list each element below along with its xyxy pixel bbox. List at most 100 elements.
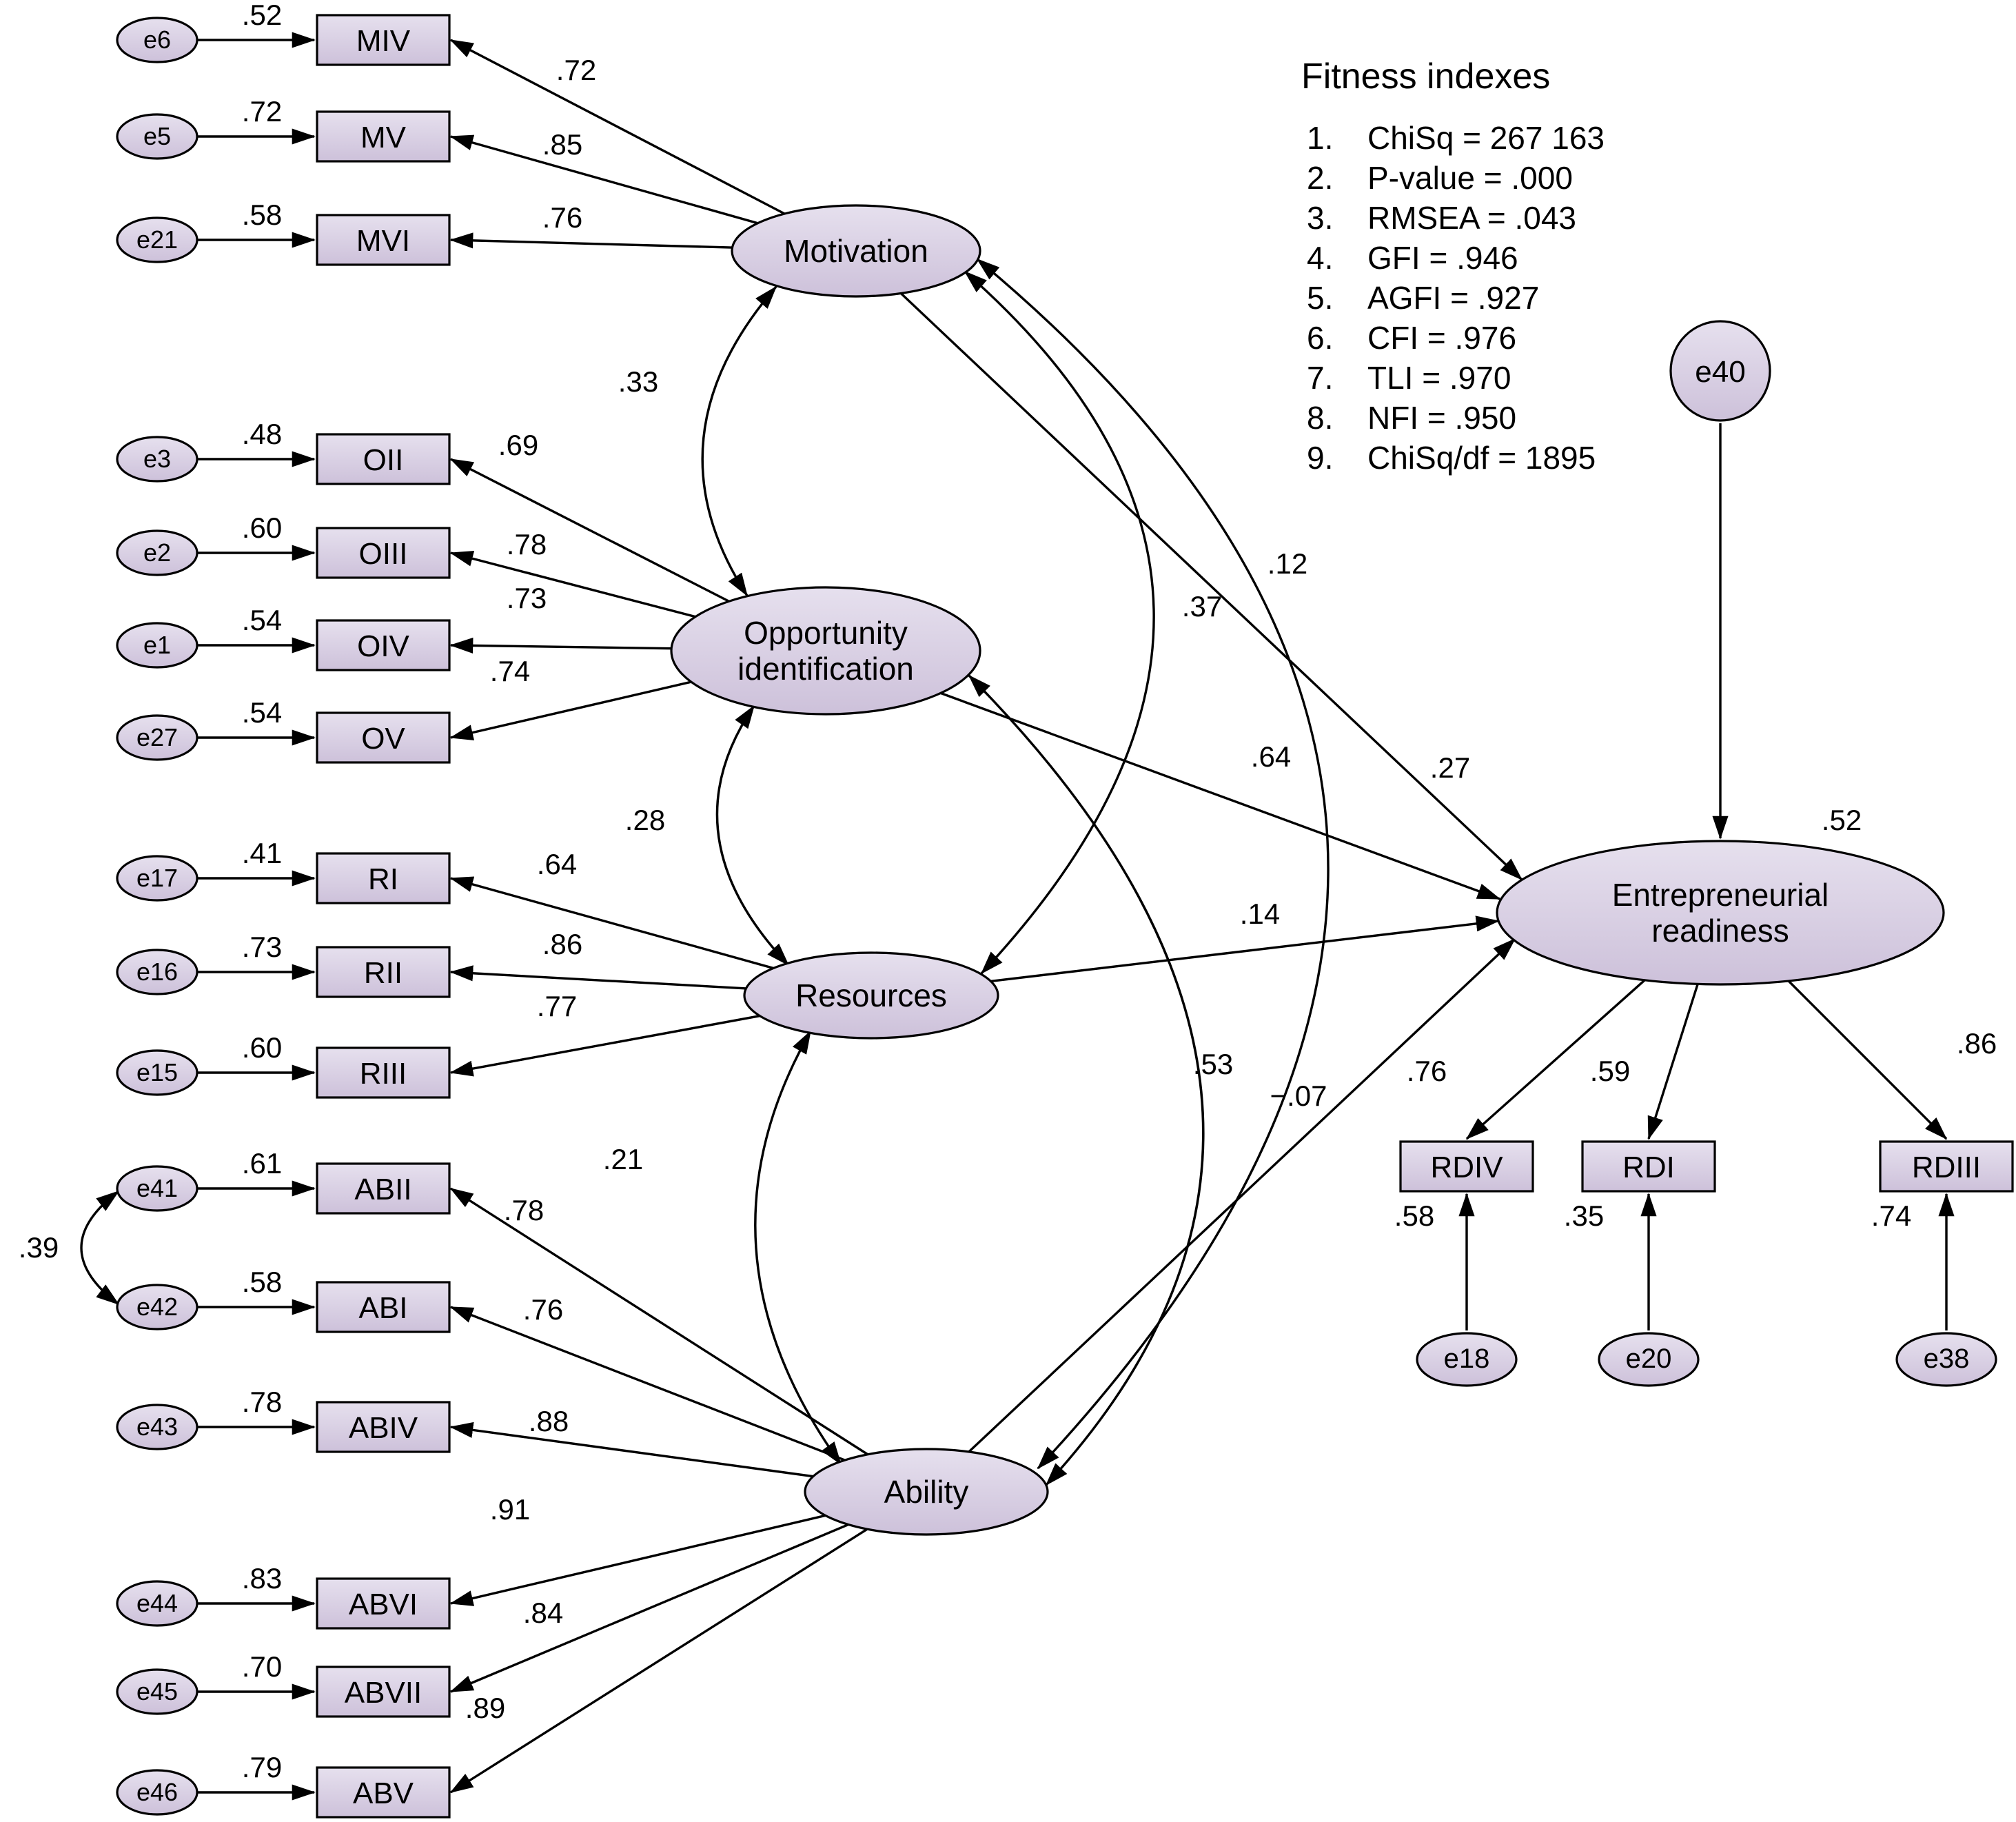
latent-er-label-line1: Entrepreneurial <box>1612 877 1829 913</box>
loading-MVI: .76 <box>542 201 582 234</box>
error-e2 <box>116 529 198 576</box>
indicator-ABIV <box>316 1401 451 1453</box>
path-coefficient-opportunity-to-er: .64 <box>1251 740 1291 773</box>
fitness-item-8: NFI = .950 <box>1367 400 1516 436</box>
indicator-RDIV <box>1399 1140 1534 1193</box>
error-variance-ABVII: .70 <box>242 1650 282 1683</box>
loading-OIII: .78 <box>507 528 547 560</box>
indicator-OV-label: OV <box>361 722 405 756</box>
error-e20-label: e20 <box>1626 1344 1672 1374</box>
loading-RII: .86 <box>542 928 582 960</box>
latent-ability-label: Ability <box>884 1474 969 1510</box>
latent-opportunity-label-line1: Opportunity <box>744 615 908 651</box>
covariance-resources-ability <box>754 1030 842 1466</box>
error-e40-label: e40 <box>1695 355 1745 389</box>
loading-ABVII: .84 <box>523 1597 563 1629</box>
fitness-item-1: ChiSq = 267 163 <box>1367 120 1605 156</box>
indicator-ABVII-label: ABVII <box>345 1676 422 1710</box>
fitness-item-number-3: 3. <box>1307 200 1333 236</box>
loading-MV: .85 <box>542 128 582 161</box>
error-e38 <box>1895 1332 1997 1387</box>
indicator-ABI <box>316 1281 451 1333</box>
indicator-ABV-label: ABV <box>353 1777 414 1810</box>
indicator-RIII-label: RIII <box>360 1057 407 1091</box>
covariance-opportunity-ability <box>968 674 1205 1486</box>
indicator-RDI <box>1581 1140 1716 1193</box>
error-e3 <box>116 436 198 483</box>
loading-RDI: .59 <box>1590 1055 1630 1087</box>
error-e21-label: e21 <box>136 225 178 254</box>
loading-path-ABII <box>449 1187 927 1493</box>
error-variance-MV: .72 <box>242 95 282 128</box>
error-e40 <box>1669 320 1771 422</box>
covariance-coefficient-opportunity-ability: .53 <box>1193 1048 1233 1080</box>
covariance-coefficient-e41-e42: .39 <box>19 1231 59 1264</box>
error-variance-MIV: .52 <box>242 0 282 31</box>
loading-MIV: .72 <box>556 54 596 86</box>
error-variance-RI: .41 <box>242 837 282 869</box>
latent-motivation <box>731 204 981 298</box>
indicator-ABVI-label: ABVI <box>349 1588 418 1621</box>
error-e15 <box>116 1049 198 1096</box>
error-variance-ABIV: .78 <box>242 1386 282 1418</box>
fitness-indexes-title: Fitness indexes <box>1301 57 1550 97</box>
indicator-RDI-label: RDI <box>1622 1151 1675 1184</box>
error-variance-OII: .48 <box>242 418 282 450</box>
fitness-item-number-1: 1. <box>1307 120 1333 156</box>
error-e43 <box>116 1404 198 1450</box>
error-e45 <box>116 1668 198 1715</box>
error-e41 <box>116 1165 198 1212</box>
error-variance-RIII: .60 <box>242 1031 282 1064</box>
indicator-MVI <box>316 214 451 266</box>
error-variance-ABVI: .83 <box>242 1562 282 1595</box>
loading-ABIV: .88 <box>529 1405 569 1437</box>
error-e45-label: e45 <box>136 1677 178 1705</box>
error-e27-label: e27 <box>136 723 178 751</box>
error-variance-MVI: .58 <box>242 199 282 231</box>
error-e5-label: e5 <box>143 122 171 150</box>
error-e41-label: e41 <box>136 1174 178 1202</box>
error-variance-ABII: .61 <box>242 1147 282 1180</box>
loading-ABVI: .91 <box>490 1493 530 1526</box>
error-variance-OV: .54 <box>242 696 282 729</box>
error-e18 <box>1416 1332 1518 1387</box>
latent-resources-label: Resources <box>795 978 947 1013</box>
error-variance-ABI: .58 <box>242 1266 282 1298</box>
loading-ABI: .76 <box>523 1293 563 1326</box>
fitness-item-2: P-value = .000 <box>1367 160 1573 196</box>
error-e44-label: e44 <box>136 1589 178 1617</box>
indicator-OIV-label: OIV <box>357 629 409 663</box>
error-e21 <box>116 216 198 263</box>
loading-RIII: .77 <box>537 990 577 1022</box>
covariance-coefficient-motivation-ability: .12 <box>1267 547 1307 580</box>
error-e17 <box>116 855 198 902</box>
indicator-RDIII <box>1879 1140 2014 1193</box>
indicator-RDIV-label: RDIV <box>1430 1151 1503 1184</box>
error-e16 <box>116 949 198 995</box>
loading-OII: .69 <box>498 429 538 461</box>
fitness-item-3: RMSEA = .043 <box>1367 200 1576 236</box>
loading-ABII: .78 <box>504 1194 544 1226</box>
error-e46 <box>116 1769 198 1816</box>
indicator-RI <box>316 852 451 904</box>
edges-layer <box>80 32 1955 1801</box>
covariance-e41-e42 <box>80 1190 120 1306</box>
covariance-opportunity-resources <box>715 705 790 966</box>
indicator-MIV-label: MIV <box>356 24 411 58</box>
r2-RDIII: .74 <box>1871 1200 1911 1232</box>
er-squared-multiple-correlation: .52 <box>1822 804 1862 836</box>
covariance-motivation-ability <box>976 258 1330 1470</box>
indicator-ABV <box>316 1766 451 1819</box>
indicator-OIV <box>316 619 451 671</box>
indicator-RIII <box>316 1046 451 1099</box>
labels-layer: MIVe6.52.72MVe5.72.85MVIe21.58.76OIIe3.4… <box>19 0 1997 1810</box>
fitness-item-7: TLI = .970 <box>1367 360 1511 396</box>
covariance-coefficient-resources-ability: .21 <box>603 1143 643 1175</box>
indicator-ABII-label: ABII <box>354 1173 411 1206</box>
latent-er-label-line2: readiness <box>1651 913 1789 949</box>
r2-RDI: .35 <box>1564 1200 1604 1232</box>
error-e38-label: e38 <box>1924 1344 1970 1374</box>
fitness-item-number-7: 7. <box>1307 360 1333 396</box>
error-e43-label: e43 <box>136 1413 178 1441</box>
